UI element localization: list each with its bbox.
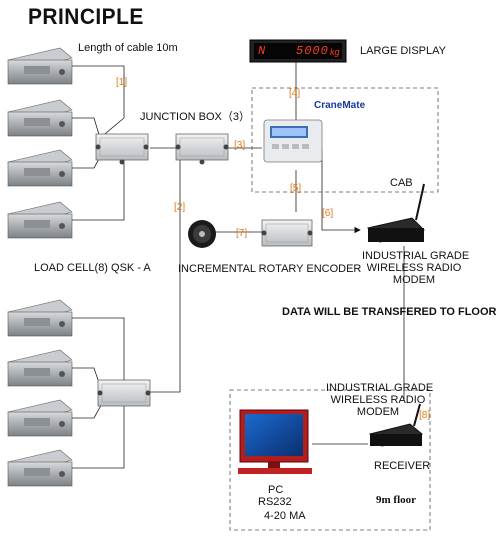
cab-frame: [251, 87, 439, 193]
rotary-encoder: [188, 220, 216, 248]
modem-bottom-line3: MODEM: [356, 406, 400, 418]
load-cell-label: LOAD CELL(8) QSK - A: [34, 262, 151, 274]
display-n: N: [258, 44, 266, 58]
tag-8: [8]: [419, 410, 431, 421]
tag-7: [7]: [236, 228, 248, 239]
load-cell-4: [7, 201, 73, 239]
load-cell-1: [7, 47, 73, 85]
receiver-label: RECEIVER: [374, 460, 431, 472]
transfer-note: DATA WILL BE TRANSFERED TO FLOOR: [282, 306, 497, 318]
junction-box-1: [95, 133, 149, 165]
large-display: [249, 39, 347, 63]
load-cell-2: [7, 99, 73, 137]
load-cell-5: [7, 299, 73, 337]
tag-2: [2]: [174, 202, 186, 213]
tag-6: [6]: [322, 208, 334, 219]
tag-1: [1]: [116, 77, 128, 88]
rs232-label: RS232: [258, 496, 292, 508]
cab-label: CAB: [390, 177, 413, 189]
brand-label: CraneMate: [314, 100, 366, 111]
encoder-label: INCREMENTAL ROTARY ENCODER: [178, 263, 362, 275]
wireless-modem-top: [367, 183, 425, 243]
encoder-junction-box: [261, 219, 313, 247]
modem-bottom-line1: INDUSTRIAL GRADE: [326, 382, 434, 394]
large-display-label: LARGE DISPLAY: [360, 45, 446, 57]
tag-5: [5]: [290, 183, 302, 194]
load-cell-8: [7, 449, 73, 487]
modem-bottom-line2: WIRELESS RADIO: [330, 394, 426, 406]
pc-computer: [238, 409, 312, 474]
junction-box-2: [175, 133, 229, 165]
modem-top-line3: MODEM: [392, 274, 436, 286]
display-reading: 5000: [296, 44, 329, 58]
modem-top-line2: WIRELESS RADIO: [366, 262, 462, 274]
pc-label: PC: [268, 484, 284, 496]
display-unit: kg: [330, 47, 340, 57]
floor-label: 9m floor: [376, 494, 417, 506]
cable-length-label: Length of cable 10m: [78, 42, 178, 54]
page-title: PRINCIPLE: [28, 4, 144, 29]
tag-4: [4]: [289, 88, 301, 99]
tag-3: [3]: [234, 140, 246, 151]
floor-frame: [229, 389, 431, 531]
load-cell-3: [7, 149, 73, 187]
load-cell-7: [7, 399, 73, 437]
junction-box-3: [97, 379, 151, 407]
weighing-indicator: [263, 119, 323, 163]
ma-label: 4-20 MA: [264, 510, 306, 522]
junction-box-label: JUNCTION BOX（3）: [140, 111, 251, 123]
receiver-modem: [369, 403, 424, 447]
load-cell-6: [7, 349, 73, 387]
modem-top-line1: INDUSTRIAL GRADE: [362, 250, 470, 262]
